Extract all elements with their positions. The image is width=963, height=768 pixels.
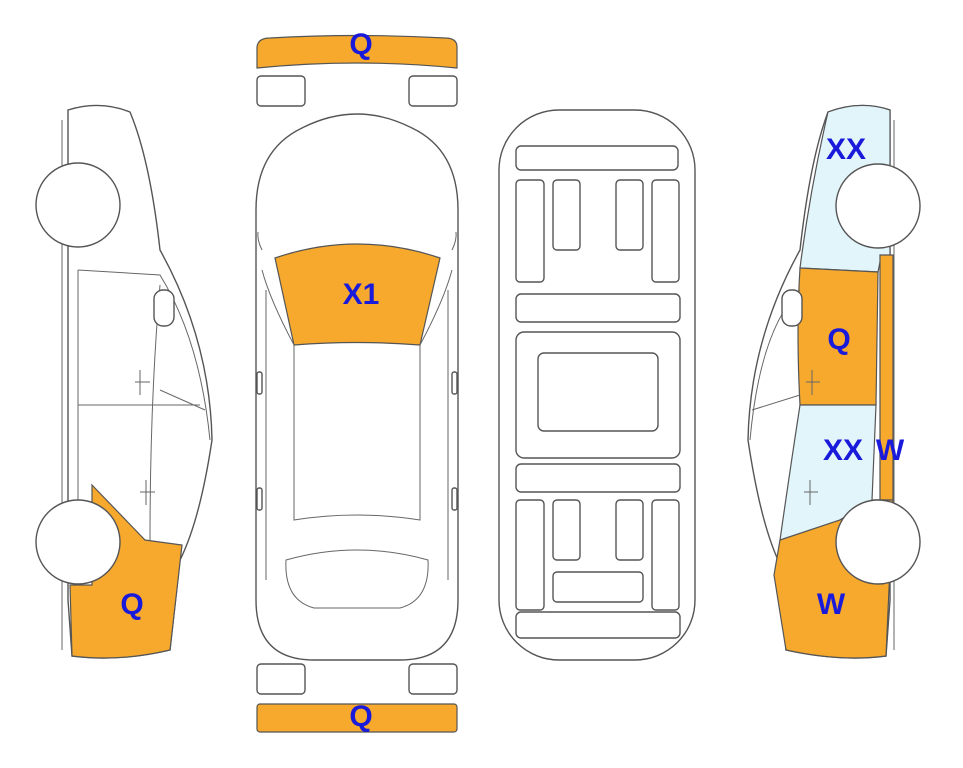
left-rear-wheel [35, 499, 121, 585]
front-left-light[interactable] [256, 75, 306, 107]
front-bumper-panel[interactable] [256, 34, 458, 69]
left-side-view [35, 104, 213, 659]
right-rear-quarter-label: W [817, 588, 846, 621]
rear-right-light[interactable] [408, 663, 458, 695]
left-rear-quarter-label: Q [120, 588, 143, 621]
rear-left-light[interactable] [256, 663, 306, 695]
left-front-wheel [35, 162, 121, 248]
rear-bumper-label: Q [349, 700, 372, 733]
front-bumper-view [256, 34, 458, 107]
rear-bumper-view [256, 663, 458, 733]
hood-label: X1 [343, 278, 380, 311]
rear-bumper-panel[interactable] [256, 703, 458, 733]
right-front-door-label: Q [827, 323, 850, 356]
right-side-view [747, 104, 921, 659]
front-right-light[interactable] [408, 75, 458, 107]
right-front-fender-label: XX [826, 133, 866, 166]
underbody-view [498, 109, 696, 661]
top-view [255, 113, 459, 661]
right-rear-wheel [835, 499, 921, 585]
front-bumper-label: Q [349, 28, 372, 61]
right-rear-door-label: XX [823, 434, 863, 467]
hood-panel[interactable] [274, 243, 441, 346]
right-rear-door-edge-label: W [876, 434, 905, 467]
top-view-body [255, 113, 459, 661]
right-front-wheel [835, 163, 921, 249]
